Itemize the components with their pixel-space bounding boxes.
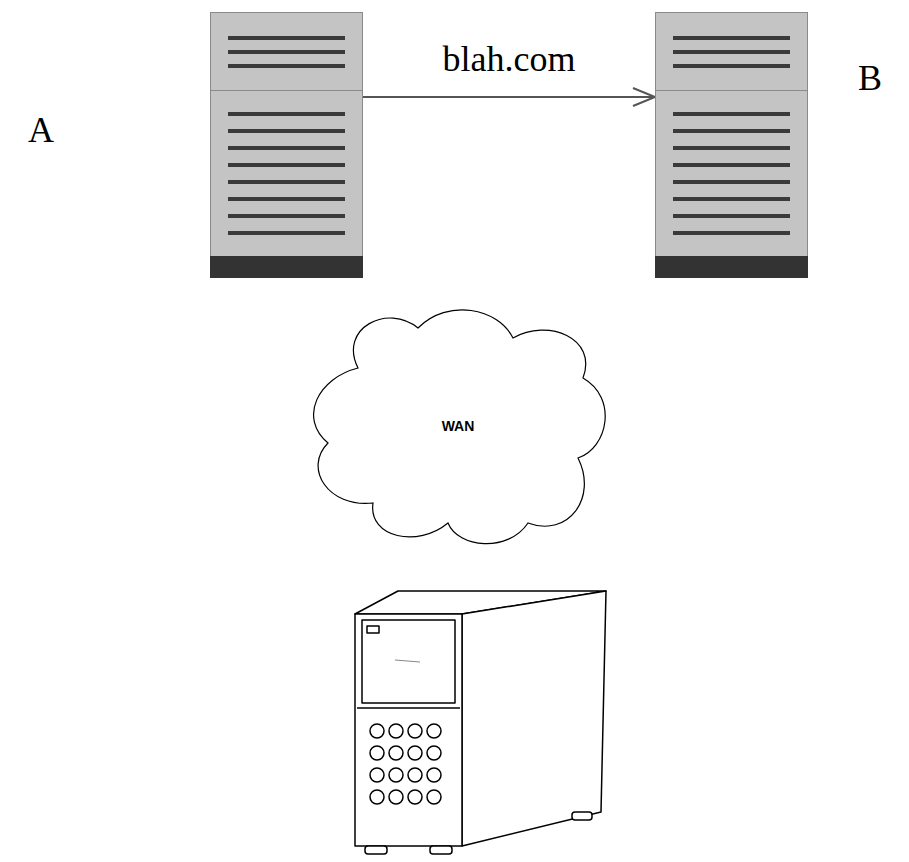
tower-side <box>462 591 606 846</box>
rack-illustration <box>210 12 363 278</box>
server-rack: B <box>655 12 808 278</box>
tower-foot <box>430 846 452 854</box>
server-label: A <box>28 112 54 148</box>
edge-label: blah.com <box>441 41 578 77</box>
tower-drive <box>367 626 379 633</box>
server-rack: A <box>210 12 363 278</box>
tower-door-line <box>357 707 460 709</box>
server-label: B <box>858 60 882 96</box>
tower-panel <box>362 620 455 703</box>
rack-illustration <box>655 12 808 278</box>
arrow-connector <box>363 88 655 106</box>
wan-cloud: WAN <box>298 298 618 554</box>
cloud-label: WAN <box>442 418 475 434</box>
tower-logo <box>395 660 420 662</box>
tower-foot <box>365 846 387 854</box>
tower-foot <box>572 812 592 820</box>
tower-buttons <box>370 724 441 804</box>
tower-front <box>355 614 462 846</box>
